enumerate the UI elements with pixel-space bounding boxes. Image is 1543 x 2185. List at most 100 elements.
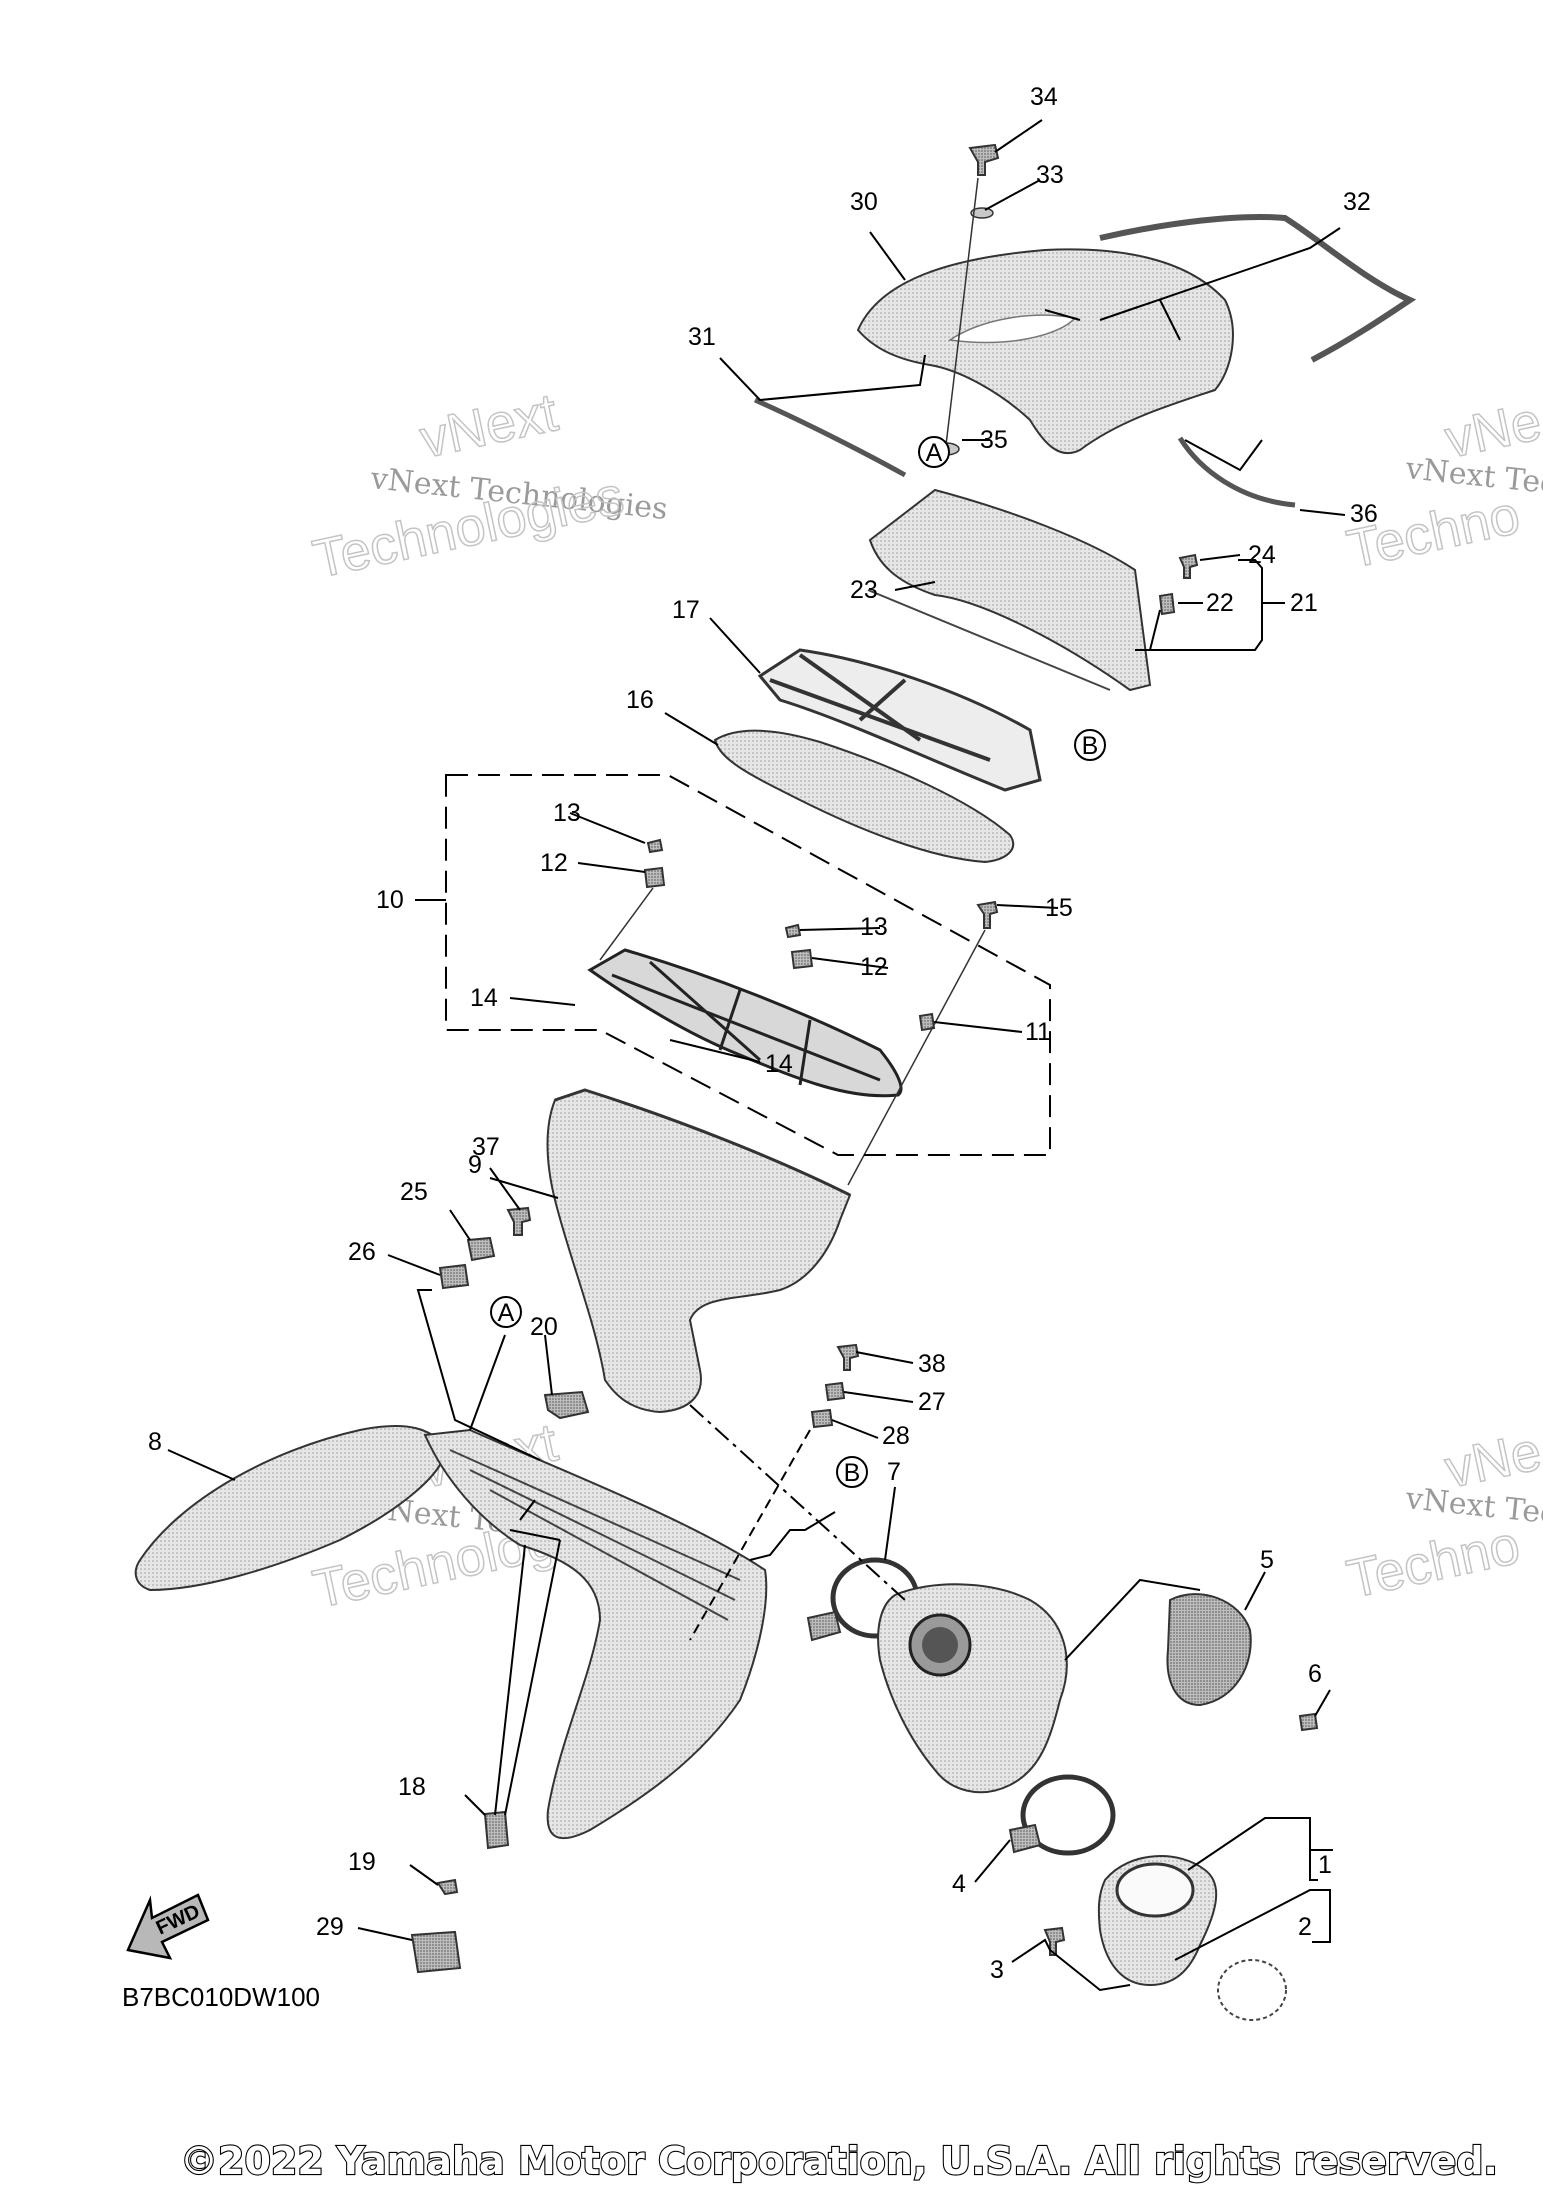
callout-5: 5 (1260, 1546, 1274, 1574)
callout-9: 9 (468, 1151, 482, 1179)
callout-13-lower: 13 (860, 913, 888, 941)
callout-11: 11 (1025, 1018, 1051, 1046)
part-36-seal-strip (1177, 436, 1296, 508)
part-20-clip (543, 1390, 590, 1420)
watermark-upper-left: vNext Technologies vNext Technologies (307, 382, 669, 591)
part-23-wire (867, 589, 1111, 691)
callout-21: 21 (1290, 589, 1318, 617)
callout-35: 35 (980, 426, 1008, 454)
callout-30: 30 (850, 188, 878, 216)
sub-assembly-10-boundary (445, 774, 1051, 1156)
part-9-air-box-rim (554, 1088, 851, 1197)
callout-19: 19 (348, 1848, 376, 1876)
throttle-body (877, 1583, 1068, 1794)
reference-marker-b-lower: B (836, 1456, 868, 1488)
part-34-bolt (968, 143, 1000, 176)
part-32-seal-strip (1099, 214, 1417, 363)
part-21-case-lid (868, 488, 1152, 692)
callout-36: 36 (1350, 500, 1378, 528)
callout-15: 15 (1045, 894, 1073, 922)
callout-27: 27 (918, 1388, 946, 1416)
throttle-body-bore-inner (922, 1627, 958, 1663)
part-28-grommet (810, 1408, 834, 1429)
part-5-sensor-cover (1166, 1593, 1252, 1707)
watermark-outline-text: vNext (415, 382, 563, 469)
part-22-collar (1158, 592, 1176, 616)
watermark-middle-right: vNext Tec vNe Techno (1341, 1420, 1543, 1610)
part-34-stud-line (945, 177, 979, 446)
part-8-duct-body (423, 1428, 768, 1840)
part-3-bolt (1043, 1926, 1066, 1956)
part-31-seal-strip (753, 397, 907, 478)
callout-12-lower: 12 (860, 953, 888, 981)
part-6-screw (1298, 1712, 1319, 1732)
part-24-screw (1178, 553, 1199, 579)
part-26-grommet (438, 1263, 470, 1290)
callout-28: 28 (882, 1422, 910, 1450)
callout-1: 1 (1318, 1851, 1332, 1879)
callout-23: 23 (850, 576, 878, 604)
part-19-bolt (436, 1878, 459, 1896)
part-7-clamp-screw (806, 1610, 842, 1642)
watermark-outline-text: vNe (1440, 1421, 1543, 1500)
part-4-hose-clamp (1020, 1774, 1116, 1856)
part-38-bolt (836, 1343, 860, 1371)
callout-18: 18 (398, 1773, 426, 1801)
marker-letter: A (926, 439, 943, 467)
callout-37: 37 (472, 1133, 500, 1161)
part-16-filter-element (713, 729, 1015, 864)
callout-labels: 1 2 3 4 5 6 7 8 9 10 11 12 12 13 13 14 1… (148, 83, 1378, 1984)
part-25-grommet (466, 1236, 496, 1262)
callout-8: 8 (148, 1428, 162, 1456)
part-17-element-frame (757, 648, 1042, 792)
part-8-intake-duct (134, 1424, 447, 1592)
callout-4: 4 (952, 1870, 966, 1898)
part-18-nut (483, 1810, 510, 1850)
part-33-washer (970, 207, 994, 219)
part-13-screw-upper (646, 838, 664, 854)
callout-34: 34 (1030, 83, 1058, 111)
part-10-grid-bars (611, 960, 881, 1086)
part-30-top-cover (856, 248, 1234, 455)
part-8-duct-ribs (449, 1449, 741, 1621)
callout-16: 16 (626, 686, 654, 714)
marker-letter: A (498, 1299, 515, 1327)
part-12-stud-line (599, 887, 654, 961)
callout-12-upper: 12 (540, 849, 568, 877)
callout-20: 20 (530, 1313, 558, 1341)
part-15-bolt (976, 900, 999, 929)
watermark-outline-text: vNe (1440, 391, 1543, 470)
reference-marker-b-upper: B (1074, 729, 1106, 761)
watermark-outline-text: Techno (1342, 1515, 1525, 1610)
watermark-upper-right: vNext Tec vNe Techno (1341, 390, 1543, 580)
part-13-screw-lower (784, 923, 802, 939)
part-37-bolt (506, 1206, 532, 1236)
callout-7: 7 (887, 1458, 901, 1486)
callout-10: 10 (376, 886, 404, 914)
callout-13-upper: 13 (553, 799, 581, 827)
part-27-collar (824, 1381, 846, 1402)
callout-6: 6 (1308, 1660, 1322, 1688)
callout-33: 33 (1036, 161, 1064, 189)
marker-letter: B (1082, 732, 1099, 760)
fwd-arrow-icon (126, 1893, 210, 1960)
forward-direction-arrow: FWD (126, 1893, 210, 1960)
copyright-notice: ©2022 Yamaha Motor Corporation, U.S.A. A… (180, 2139, 1498, 2183)
part-2-o-ring (1217, 1959, 1287, 2021)
part-12-collar-upper (643, 866, 666, 889)
callout-25: 25 (400, 1178, 428, 1206)
part-15-stud-line (847, 929, 986, 1186)
drawing-code: B7BC010DW100 (122, 1982, 320, 2012)
part-4-clamp-screw (1008, 1823, 1042, 1854)
callout-26: 26 (348, 1238, 376, 1266)
callout-14-left: 14 (470, 984, 498, 1012)
callout-14-right: 14 (765, 1050, 793, 1078)
part-29-cover (410, 1930, 462, 1974)
callout-17: 17 (672, 596, 700, 624)
callout-31: 31 (688, 323, 716, 351)
reference-line-stud (689, 1429, 811, 1641)
callout-32: 32 (1343, 188, 1371, 216)
callout-29: 29 (316, 1913, 344, 1941)
part-17-frame-cross (769, 653, 991, 762)
